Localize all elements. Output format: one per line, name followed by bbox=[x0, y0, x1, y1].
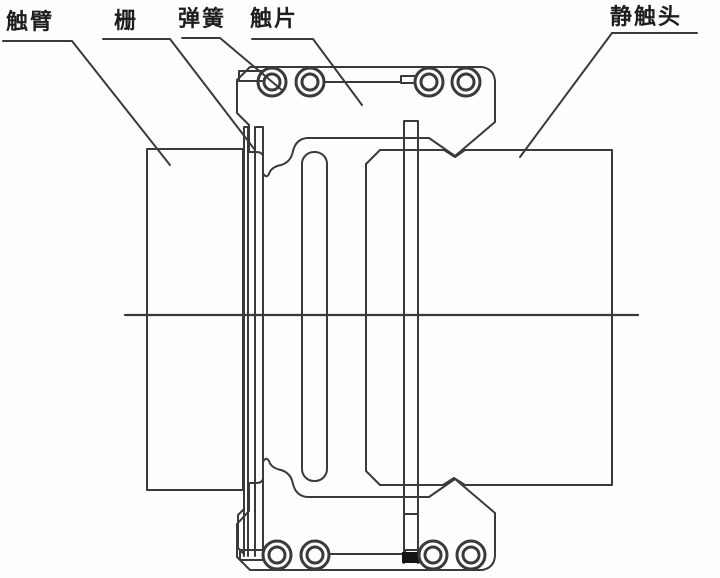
leader-static-contact bbox=[519, 32, 698, 158]
lower-left-tab bbox=[239, 549, 263, 561]
center-bar-foot bbox=[402, 552, 420, 563]
spring-slot bbox=[301, 151, 328, 482]
leader-grid bbox=[102, 38, 256, 151]
label-spring: 弹簧 bbox=[178, 7, 227, 32]
grid-plates bbox=[237, 126, 264, 557]
spring-circles bbox=[256, 66, 487, 571]
upper-left-tab bbox=[238, 70, 263, 82]
leader-contact-arm bbox=[2, 40, 171, 166]
label-grid: 栅 bbox=[114, 9, 139, 34]
leader-spring bbox=[181, 37, 284, 92]
label-contact-finger: 触片 bbox=[250, 7, 299, 32]
label-static-contact: 静触头 bbox=[610, 5, 683, 30]
upper-right-tab bbox=[400, 75, 416, 84]
leader-lines bbox=[2, 32, 698, 166]
leader-contact-finger bbox=[251, 38, 363, 106]
contact-arm-block bbox=[146, 148, 244, 491]
static-contact-block bbox=[365, 149, 613, 486]
upper-contact-finger bbox=[236, 66, 496, 178]
center-bar bbox=[402, 120, 420, 564]
label-contact-arm: 触臂 bbox=[6, 10, 55, 35]
